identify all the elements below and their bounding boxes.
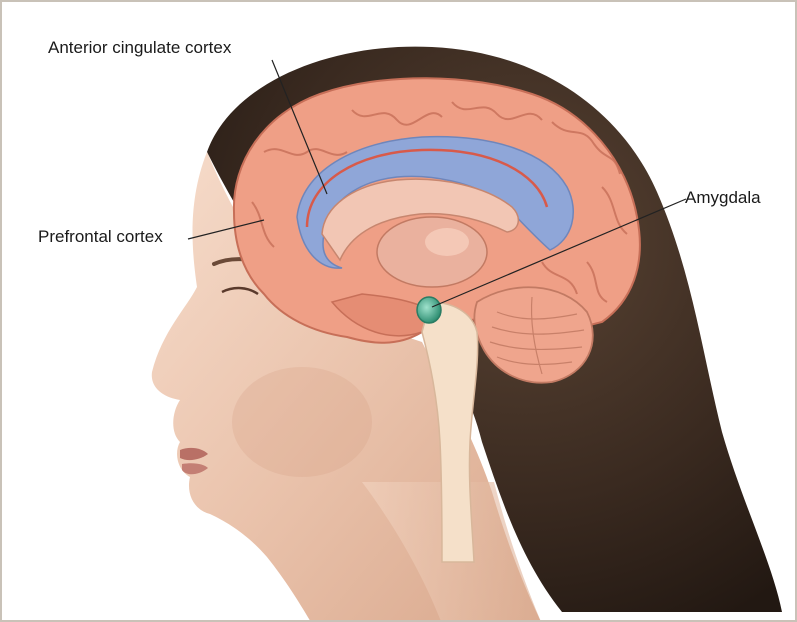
label-anterior-cingulate-cortex: Anterior cingulate cortex bbox=[48, 39, 231, 56]
label-prefrontal-cortex: Prefrontal cortex bbox=[38, 228, 163, 245]
amygdala bbox=[417, 297, 441, 323]
label-amygdala: Amygdala bbox=[685, 189, 761, 206]
